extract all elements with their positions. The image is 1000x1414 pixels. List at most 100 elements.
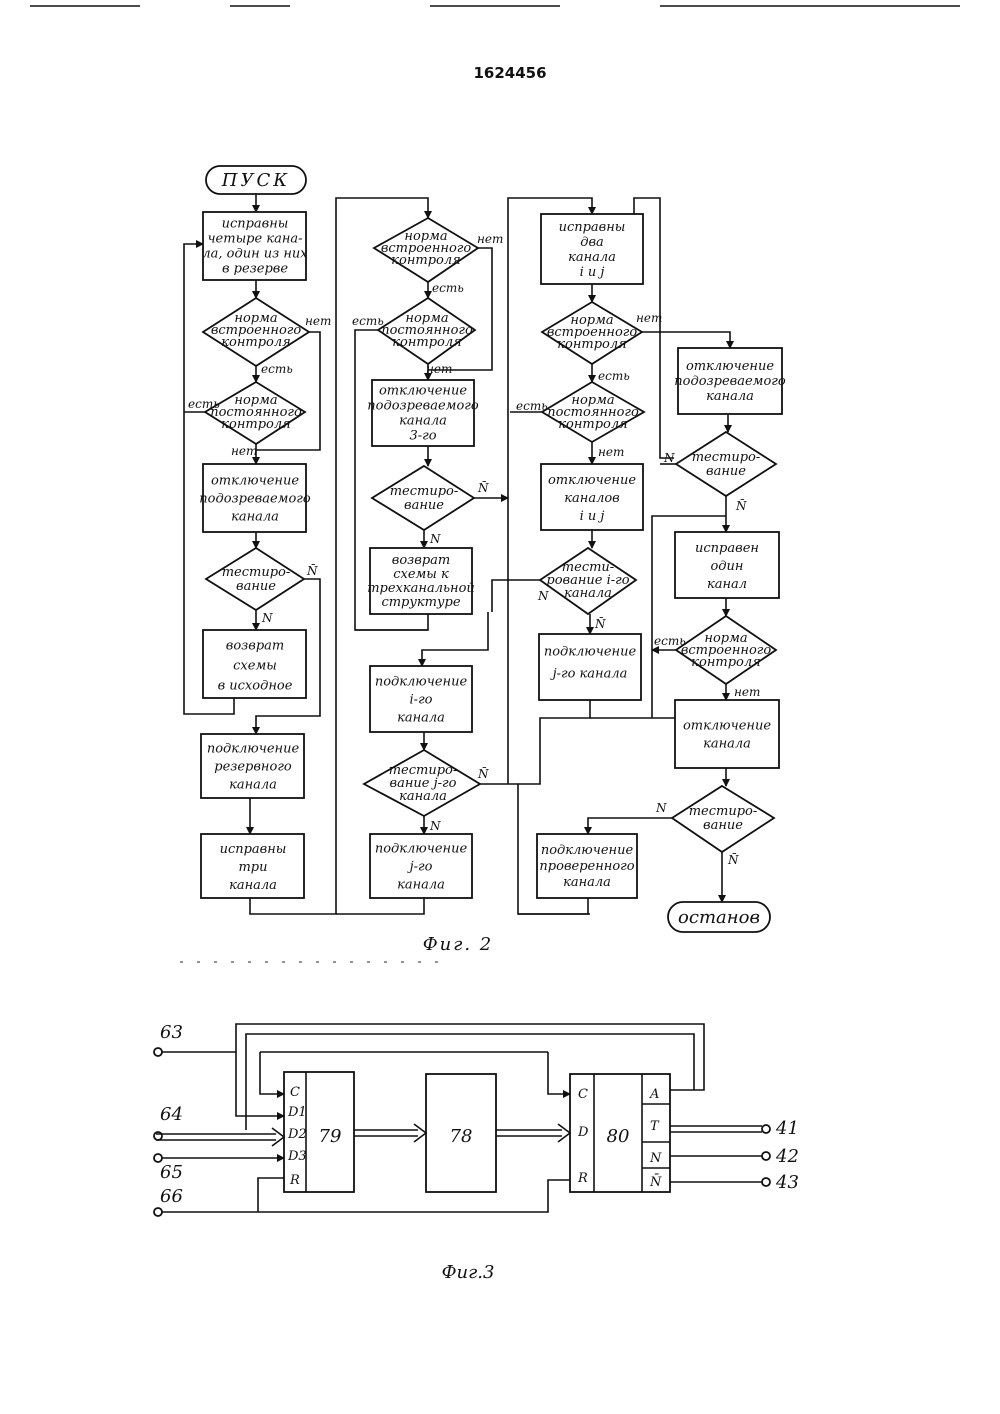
c2b1-line: 3-го [409,429,436,444]
decision-builtin-control-3-text: нормавстроенногоконтроля [547,313,638,352]
terminal-43 [762,1178,770,1186]
pin-79-c: C [290,1085,300,1100]
c3d3-line: канала [564,586,612,601]
c4d3-line: вание [703,818,743,833]
decision-builtin-control-1-text: нормавстроенногоконтроля [211,311,302,350]
c4-d2-no: нет [734,685,760,699]
c2b1-line: отключение [379,384,467,399]
decision-testing-i-text: тести-рование i-гоканала [546,560,629,601]
c3b3-line: подключение [544,645,637,660]
c1b5-line: канала [229,878,277,893]
label-78: 78 [450,1126,473,1147]
c1b1-line: ла, один из них [202,247,308,262]
c3-d2-yes: есть [516,399,548,413]
c1-d1-yes: есть [261,362,293,376]
c1b3-line: возврат [226,638,284,653]
label-43: 43 [775,1172,799,1193]
pin-80-t: T [650,1119,660,1134]
c2-d1-no: нет [477,232,503,246]
terminal-65 [154,1154,162,1162]
c3b4-line: проверенного [539,859,634,874]
c3d2-line: контроля [558,417,628,432]
c2-d2-yes: есть [352,314,384,328]
c2b4-line: j-го [407,860,433,875]
fig3-caption: Фиг.3 [442,1262,495,1283]
c2-d2-no: нет [426,362,452,376]
c2-d3-nbar: N̄ [477,480,489,495]
c2b2-line: структуре [381,595,460,610]
c2b2-line: схемы к [393,567,449,582]
label-80: 80 [607,1126,630,1147]
c4d1-line: тестиро- [692,450,761,465]
c2-d4-n: N [429,819,441,833]
c2-d4-nbar: N̄ [477,766,489,781]
c4-d1-n: N [663,451,675,465]
c1b4-line: резервного [214,760,292,775]
patent-number: 1624456 [473,64,546,82]
c4b3-line: отключение [683,719,771,734]
c2-d3-n: N [429,532,441,546]
c4b1-line: подозреваемого [674,374,786,389]
c3-d2-no: нет [598,445,624,459]
c2d3-line: вание [404,498,444,513]
c4-d3-nbar: N̄ [727,852,739,867]
box-disable-channel [675,700,779,768]
label-65: 65 [160,1162,183,1183]
c4-d1-nbar: N̄ [735,498,747,513]
c1d3-line: вание [236,579,276,594]
c2b3-line: i-го [410,693,433,708]
c3b4-line: канала [563,875,611,890]
c2b4-line: подключение [375,842,468,857]
c4b1-line: отключение [686,359,774,374]
c3b4-line: подключение [541,843,634,858]
label-42: 42 [775,1146,799,1167]
c1b1-line: в резерве [222,262,288,277]
decision-constant-control-1-text: нормапостоянногоконтроля [210,393,302,432]
c4d2-line: контроля [691,655,761,670]
pin-80-r: R [577,1171,588,1186]
decision-builtin-control-2-text: нормавстроенногоконтроля [381,229,472,268]
c2b1-line: канала [399,414,447,429]
pin-80-c: C [578,1087,588,1102]
terminal-42 [762,1152,770,1160]
c1b2-line: отключение [211,474,299,489]
c3b3-line: j-го канала [550,667,628,682]
c2d1-line: контроля [391,253,461,268]
c1-d1-no: нет [305,314,331,328]
c1-d2-yes: есть [188,397,220,411]
c3b1-line: исправны [559,220,626,235]
c1b5-line: три [238,860,267,875]
c1d2-line: контроля [221,417,291,432]
block-diagram-fig3: 63 64 65 66 C D1 D2 D3 R 79 78 C D R 80 … [154,1022,799,1283]
c2-d1-yes: есть [432,281,464,295]
c3b1-line: два [580,235,604,250]
c4b2-line: исправен [695,541,759,556]
c3-d3-nbar: N̄ [594,616,606,631]
c1-d3-nbar: N̄ [306,563,318,578]
pin-79-d3: D3 [287,1149,307,1164]
label-41: 41 [775,1118,799,1139]
pin-79-d2: D2 [287,1127,307,1142]
c1b4-line: подключение [207,742,300,757]
c1b2-line: канала [231,510,279,525]
c3d1-line: контроля [557,337,627,352]
c3-d3-n: N [537,589,549,603]
c3-d1-no: нет [636,311,662,325]
decision-constant-control-2-text: нормапостоянногоконтроля [381,311,473,350]
terminal-41 [762,1125,770,1133]
c1b3-line: схемы [233,658,277,673]
c1d3-line: тестиро- [222,565,291,580]
pin-80-n: N [649,1151,662,1166]
pin-79-d1: D1 [287,1105,307,1120]
c4b3-line: канала [703,737,751,752]
c4d1-line: вание [706,464,746,479]
c2b4-line: канала [397,878,445,893]
c1-d3-n: N [261,611,273,625]
flowchart-fig2: ПУСК исправнычетыре кана-ла, один из них… [184,166,786,955]
c2b3-line: подключение [375,675,468,690]
c1b3-line: в исходное [218,678,293,693]
label-63: 63 [160,1022,183,1043]
c3b2-line: отключение [548,473,636,488]
